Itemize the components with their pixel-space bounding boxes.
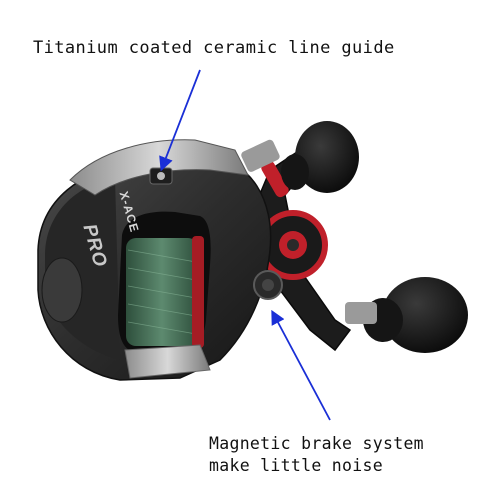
brake-system-caption: Magnetic brake system make little noise (209, 433, 424, 477)
line-guide-arrow (159, 69, 201, 172)
upper-handle-knob (241, 121, 359, 193)
reel-body (37, 139, 283, 381)
handle-arm (244, 148, 352, 352)
lower-handle-knob (345, 277, 468, 353)
brake-system-arrow (271, 309, 331, 421)
brake-caption-line-1: Magnetic brake system (209, 434, 424, 453)
brake-caption-line-2: make little noise (209, 456, 383, 475)
line-guide-caption: Titanium coated ceramic line guide (33, 38, 395, 58)
